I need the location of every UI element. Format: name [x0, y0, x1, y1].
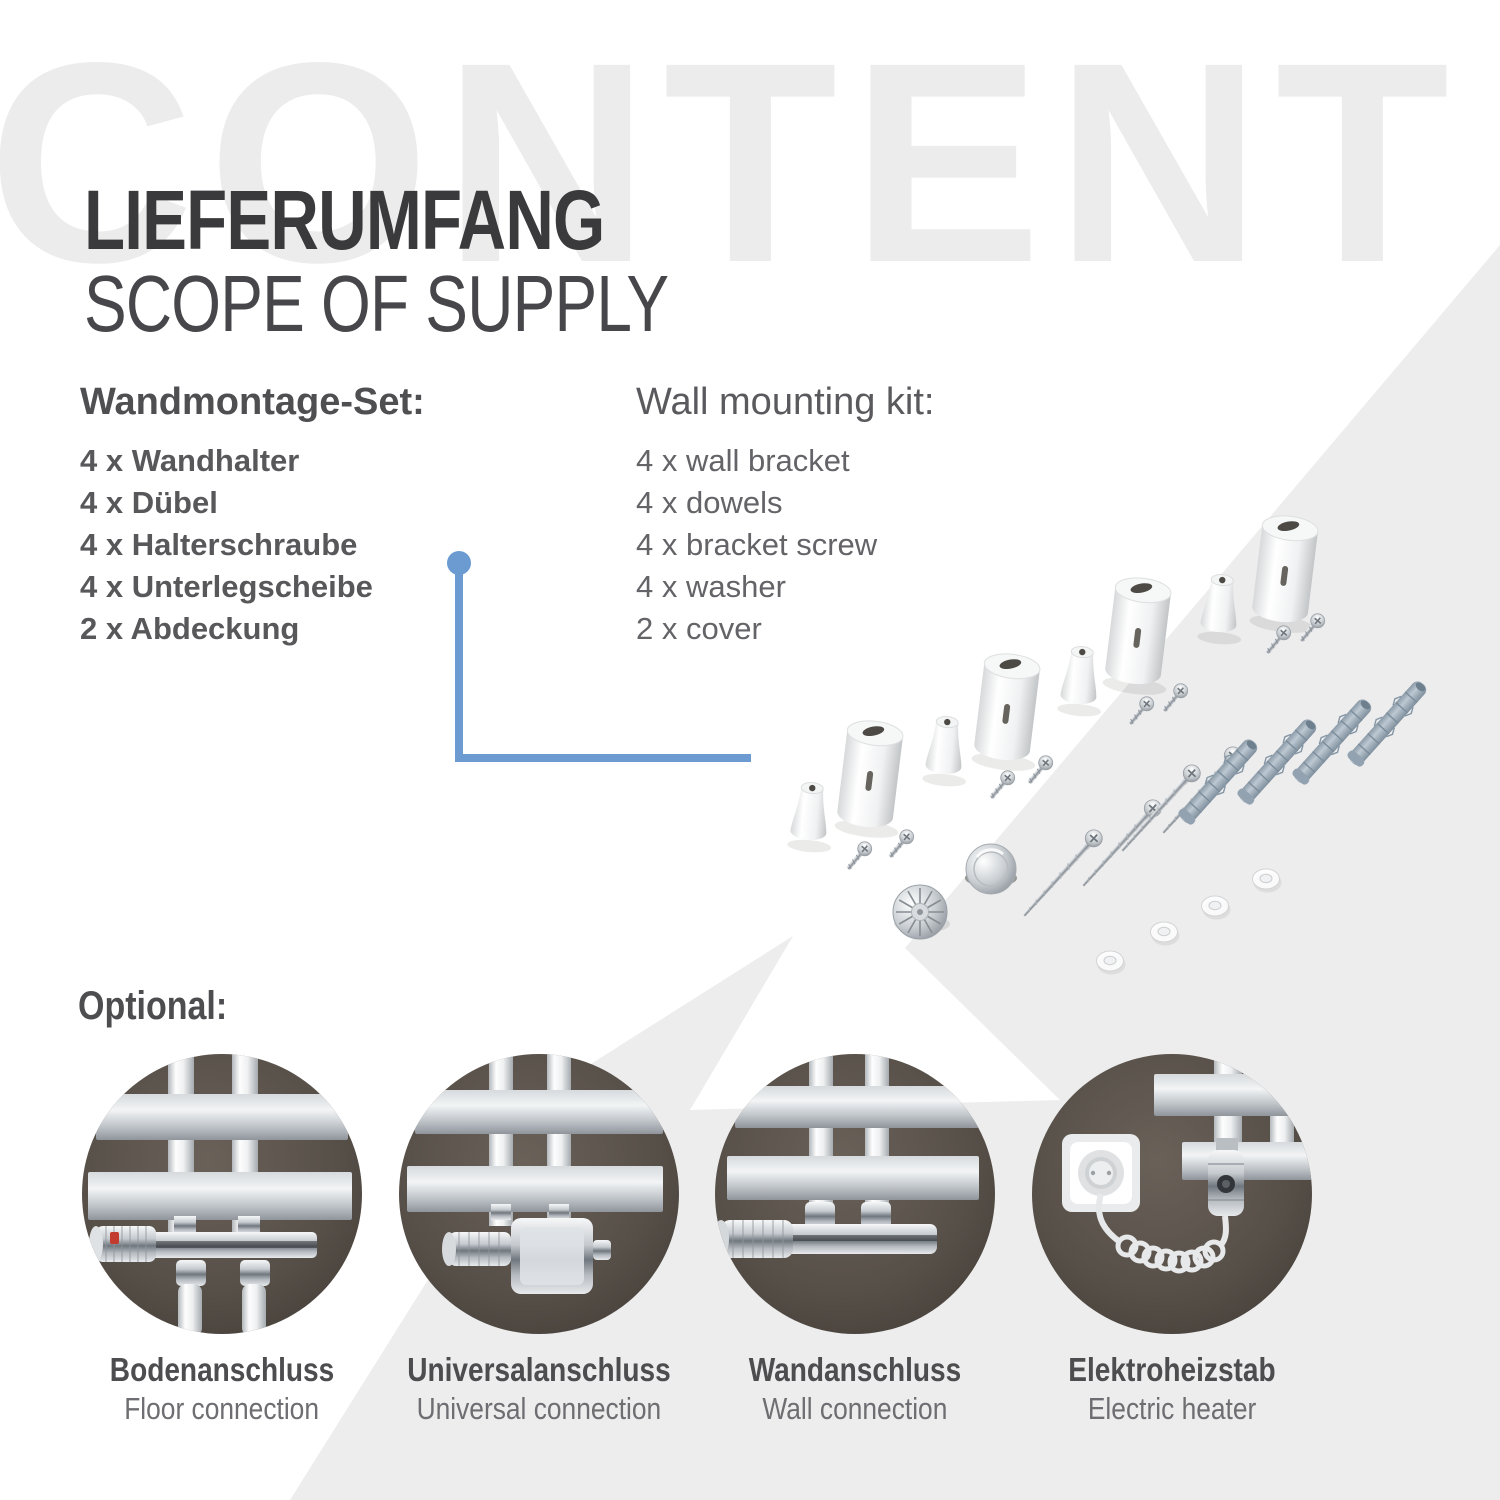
list-item: 4 x bracket screw [636, 526, 878, 562]
list-item: 2 x Abdeckung [80, 610, 300, 646]
supply-heading-en: Wall mounting kit: [636, 381, 935, 423]
list-item: 4 x washer [636, 568, 786, 604]
wall-connection-photo [715, 1054, 995, 1334]
wall-bracket-illustration [786, 512, 1327, 855]
list-item: 4 x wall bracket [636, 442, 850, 478]
cover-illustration [892, 843, 1017, 940]
supply-list-german: Wandmontage-Set: 4 x Wandhalter 4 x Dübe… [80, 381, 425, 650]
caption-de: Elektroheizstab [1068, 1351, 1276, 1388]
coiled-cable-icon [1096, 1193, 1229, 1274]
list-item: 4 x dowels [636, 484, 783, 520]
caption-en: Floor connection [124, 1391, 320, 1426]
supply-heading-de: Wandmontage-Set: [80, 381, 425, 423]
list-item: 4 x Dübel [80, 484, 218, 520]
caption-en: Electric heater [1087, 1391, 1257, 1426]
caption-de: Bodenanschluss [109, 1351, 335, 1388]
page-title-en: SCOPE OF SUPPLY [84, 259, 669, 348]
floor-connection-photo [82, 1054, 362, 1334]
list-item: 2 x cover [636, 610, 762, 646]
content-watermark: CONTENT [0, 4, 1464, 322]
dowel-illustration [1174, 675, 1433, 829]
caption-de: Wandanschluss [748, 1351, 962, 1388]
list-item: 4 x Halterschraube [80, 526, 358, 562]
caption-de: Universalanschluss [407, 1351, 671, 1388]
wall-mounting-kit-photo [786, 512, 1433, 975]
optional-heading: Optional: [78, 984, 228, 1028]
list-item: 4 x Wandhalter [80, 442, 300, 478]
page-title-de: LIEFERUMFANG [84, 173, 605, 267]
caption-en: Universal connection [416, 1391, 662, 1426]
washer-illustration [1096, 868, 1282, 975]
supply-list-english: Wall mounting kit: 4 x wall bracket 4 x … [636, 381, 935, 650]
wall-socket-icon [1062, 1134, 1140, 1212]
universal-connection-photo [399, 1054, 679, 1334]
caption-en: Wall connection [762, 1391, 948, 1426]
list-item: 4 x Unterlegscheibe [80, 568, 373, 604]
electric-heater-photo [1032, 1054, 1312, 1334]
